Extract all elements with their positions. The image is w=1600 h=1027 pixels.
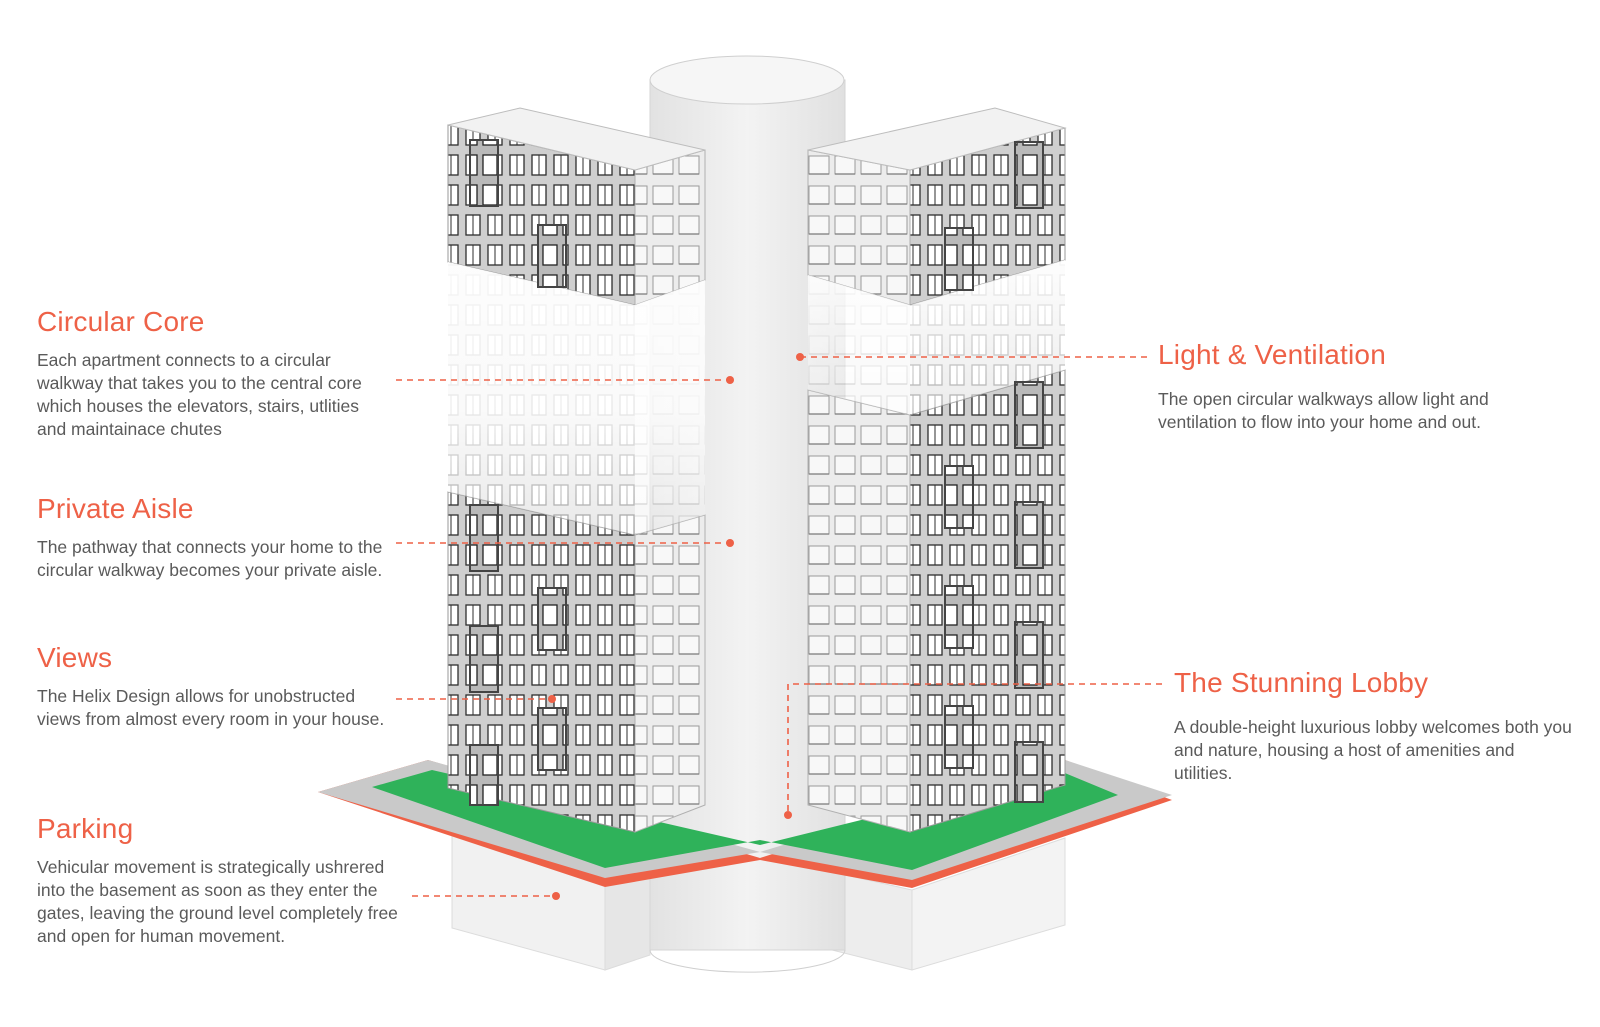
dot-private-aisle — [726, 539, 734, 547]
feature-title: Parking — [37, 813, 134, 844]
feature-title: The Stunning Lobby — [1174, 667, 1429, 698]
feature-circular-core: Circular Core Each apartment connects to… — [37, 305, 387, 441]
feature-title: Light & Ventilation — [1158, 339, 1386, 370]
left-tower — [447, 107, 706, 833]
feature-description: Vehicular movement is strategically ushr… — [37, 857, 398, 946]
dot-parking — [552, 892, 560, 900]
dot-views — [548, 695, 556, 703]
feature-views: Views The Helix Design allows for unobst… — [37, 641, 387, 731]
feature-private-aisle: Private Aisle The pathway that connects … — [37, 492, 387, 582]
feature-light-ventilation: Light & Ventilation The open circular wa… — [1158, 338, 1558, 434]
feature-title: Circular Core — [37, 306, 205, 337]
feature-stunning-lobby: The Stunning Lobby A double-height luxur… — [1174, 666, 1574, 785]
feature-description: A double-height luxurious lobby welcomes… — [1174, 717, 1572, 783]
leader-stunning-lobby — [787, 683, 1162, 815]
feature-description: The open circular walkways allow light a… — [1158, 389, 1489, 432]
right-tower — [807, 107, 1067, 833]
callout-dots — [548, 353, 804, 900]
feature-title: Private Aisle — [37, 493, 194, 524]
dot-stunning-lobby — [784, 811, 792, 819]
feature-parking: Parking Vehicular movement is strategica… — [37, 812, 409, 948]
feature-description: Each apartment connects to a circular wa… — [37, 350, 362, 439]
feature-description: The Helix Design allows for unobstructed… — [37, 686, 385, 729]
feature-title: Views — [37, 642, 113, 673]
dot-circular-core — [726, 376, 734, 384]
callout-lines — [396, 356, 1162, 897]
feature-description: The pathway that connects your home to t… — [37, 537, 383, 580]
dot-light-ventilation — [796, 353, 804, 361]
